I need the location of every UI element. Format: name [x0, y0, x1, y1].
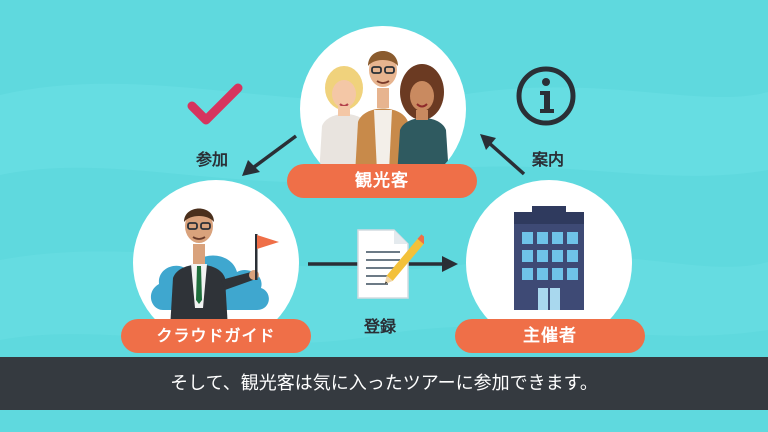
info-arrow — [480, 134, 526, 176]
tourists-label: 観光客 — [287, 164, 477, 198]
guide-illustration — [150, 208, 279, 346]
info-icon — [516, 66, 576, 126]
caption-bar: そして、観光客は気に入ったツアーに参加できます。 — [0, 357, 768, 410]
register-label: 登録 — [364, 317, 397, 336]
check-icon — [187, 83, 243, 125]
document-pencil-icon — [357, 229, 424, 299]
info-label: 案内 — [532, 150, 565, 169]
join-arrow — [242, 134, 298, 176]
building-icon — [514, 206, 584, 310]
join-label: 参加 — [196, 150, 229, 169]
guide-label: クラウドガイド — [121, 319, 311, 353]
organizer-label: 主催者 — [455, 319, 645, 353]
caption-text: そして、観光客は気に入ったツアーに参加できます。 — [170, 373, 598, 394]
